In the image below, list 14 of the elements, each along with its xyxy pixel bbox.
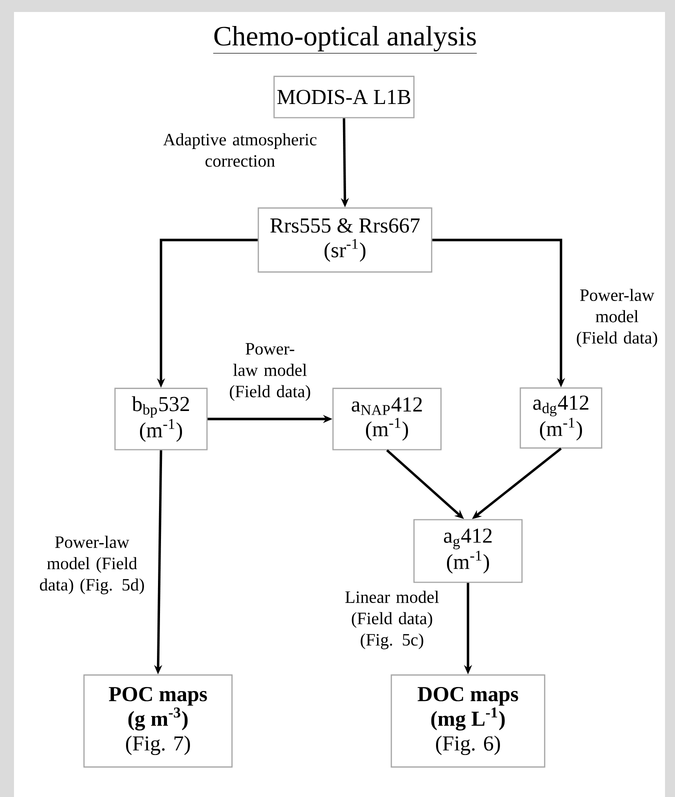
edge-label: Power-law model (Field data) (Fig. 5d) [32, 534, 152, 596]
process-box: a$_{NAP}$412 (m$^{-1}$) [332, 388, 442, 450]
process-box: MODIS-A L1B [273, 76, 415, 118]
edge-label: Power-law model (Field data) [570, 287, 664, 349]
process-box: a$_{dg}$412 (m$^{-1}$) [520, 387, 602, 449]
title: Chemo-optical analysis [212, 26, 478, 54]
process-box: Rrs555 & Rrs667 (sr$^{-1}$) [258, 207, 432, 273]
process-box: b$_{bp}$532 (m$^{-1}$) [114, 388, 208, 450]
edge-label: Linear model (Field data) (Fig. 5c) [330, 589, 454, 651]
process-box: POC maps (g m$^{-3}$) (Fig. 7) [83, 674, 233, 768]
edge-label: Power-law model (Field data) [210, 342, 330, 402]
process-box: DOC maps (mg L$^{-1}$) (Fig. 6) [390, 674, 546, 768]
edge-label: Adaptive atmospheric correction [148, 132, 332, 168]
process-box: a$_{g}$412 (m$^{-1}$) [413, 519, 523, 583]
